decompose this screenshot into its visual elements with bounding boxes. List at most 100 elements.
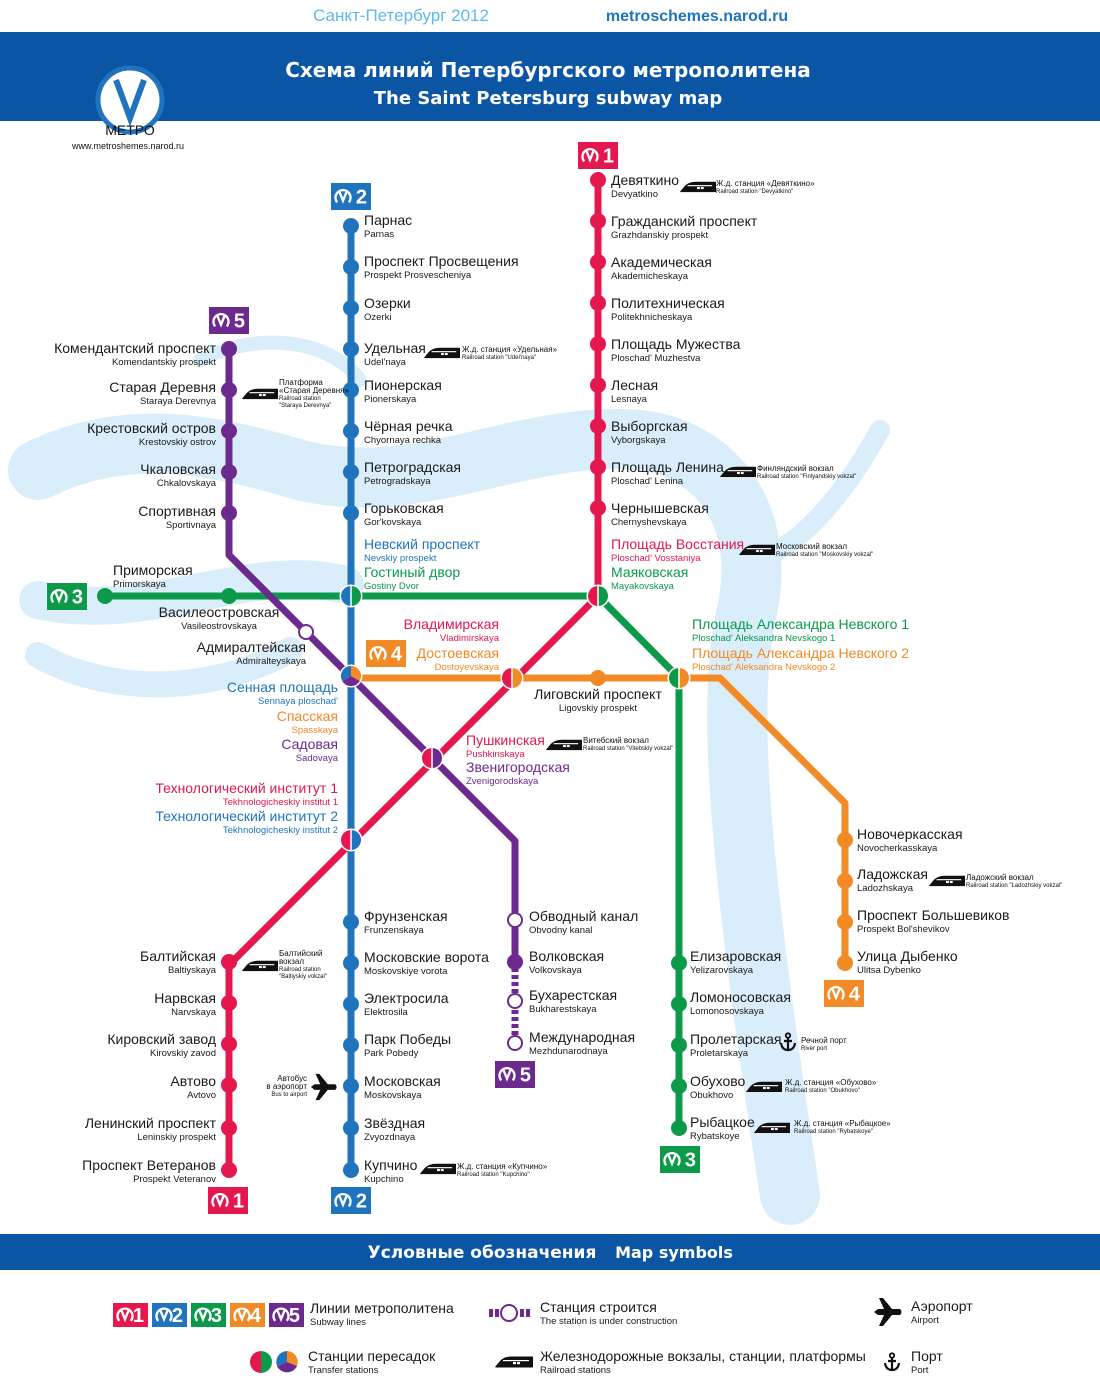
station-dot[interactable]	[221, 1162, 237, 1178]
station-dot[interactable]	[221, 1077, 237, 1093]
station-dot[interactable]	[590, 459, 606, 475]
station-dot[interactable]	[343, 218, 359, 234]
station-dot[interactable]	[221, 1036, 237, 1052]
station-dot[interactable]	[507, 954, 523, 970]
station-dot[interactable]	[221, 995, 237, 1011]
transfer-aleksandra-nevskogo[interactable]	[667, 666, 691, 690]
site-link[interactable]: metroschemes.narod.ru	[606, 8, 788, 25]
station-dot[interactable]	[343, 505, 359, 521]
station-dot[interactable]	[343, 423, 359, 439]
station-dot[interactable]	[671, 955, 687, 971]
station-dot[interactable]	[343, 1120, 359, 1136]
station-dot[interactable]	[343, 464, 359, 480]
station-dot[interactable]	[343, 996, 359, 1012]
station-dot[interactable]	[343, 300, 359, 316]
station-dot-under-construction[interactable]	[507, 1035, 523, 1051]
station-label[interactable]: Технологический институт 1Tekhnologiches…	[155, 780, 338, 808]
station-dot[interactable]	[343, 382, 359, 398]
transfer-tekhnologicheskiy[interactable]	[339, 828, 363, 852]
station-dot[interactable]	[590, 254, 606, 270]
station-dot[interactable]	[343, 259, 359, 275]
station-dot[interactable]	[590, 172, 606, 188]
transfer-vosstaniya-mayakovskaya[interactable]	[586, 584, 610, 608]
station-dot[interactable]	[837, 832, 853, 848]
station-dot[interactable]	[671, 1078, 687, 1094]
station-dot[interactable]	[837, 914, 853, 930]
station-dot-under-construction[interactable]	[507, 993, 523, 1009]
station-dot[interactable]	[590, 500, 606, 516]
station-dot[interactable]	[671, 996, 687, 1012]
station-dot[interactable]	[590, 418, 606, 434]
station-dot[interactable]	[343, 1078, 359, 1094]
station-dot[interactable]	[837, 873, 853, 889]
station-dot[interactable]	[671, 1120, 687, 1136]
station-dot[interactable]	[221, 423, 237, 439]
station-dot[interactable]	[221, 464, 237, 480]
station-dot[interactable]	[343, 1037, 359, 1053]
station-dot[interactable]	[343, 1162, 359, 1178]
station-dot-under-construction[interactable]	[507, 912, 523, 928]
station-dot[interactable]	[221, 341, 237, 357]
station-dot-under-construction[interactable]	[298, 624, 314, 640]
station-dot[interactable]	[590, 213, 606, 229]
station-dot[interactable]	[221, 382, 237, 398]
station-dot[interactable]	[590, 336, 606, 352]
station-dot[interactable]	[221, 505, 237, 521]
station-dot[interactable]	[221, 1120, 237, 1136]
transfer-nevsky-gostiny[interactable]	[339, 584, 363, 608]
station-dot[interactable]	[343, 955, 359, 971]
station-dot[interactable]	[590, 295, 606, 311]
station-dot[interactable]	[590, 377, 606, 393]
